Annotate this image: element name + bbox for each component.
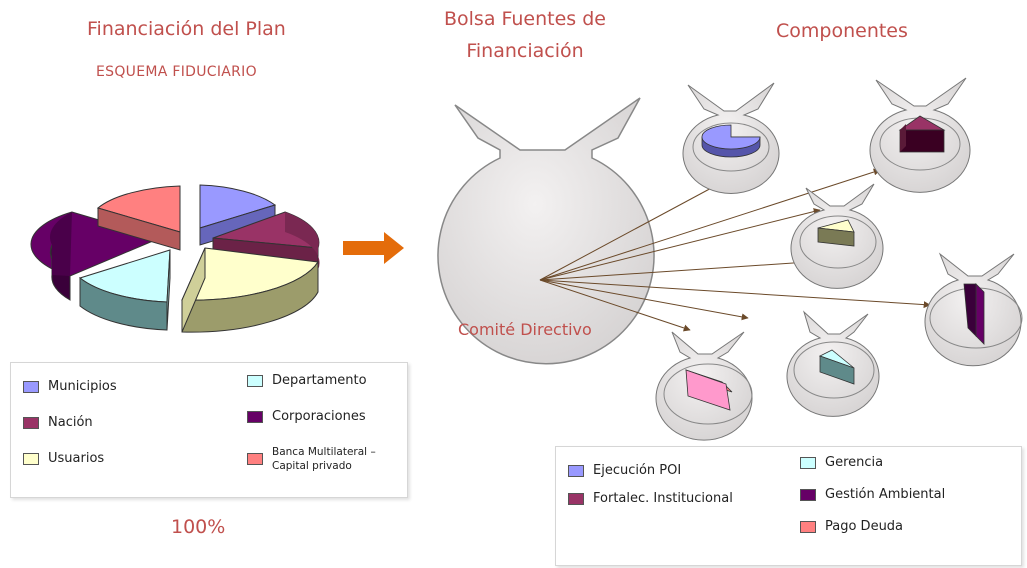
legend-swatch-fortalec-institucional — [568, 492, 584, 505]
component-bag-gerencia — [786, 310, 880, 417]
legend-swatch-corporaciones — [247, 410, 263, 423]
component-bag-beige — [790, 183, 884, 289]
legend-item-pago-deuda: Pago Deuda — [800, 519, 903, 534]
legend-item-nacion: Nación — [23, 415, 93, 430]
legend-label: Municipios — [48, 379, 117, 394]
legend-swatch-departamento — [247, 374, 263, 387]
sources-legend: Municipios Nación Usuarios Departamento … — [10, 362, 408, 498]
legend-label: Usuarios — [48, 451, 105, 466]
legend-swatch-pago-deuda — [800, 520, 816, 533]
components-legend: Ejecución POI Fortalec. Institucional Ge… — [555, 446, 1022, 566]
bolsa-title-line1: Bolsa Fuentes de — [443, 8, 606, 30]
main-money-bag — [437, 97, 655, 365]
legend-swatch-municipios — [23, 380, 39, 393]
legend-label: Fortalec. Institucional — [593, 491, 733, 506]
percent-label: 100% — [171, 516, 226, 538]
plan-subtitle: ESQUEMA FIDUCIARIO — [96, 64, 257, 80]
legend-item-fortalec-institucional: Fortalec. Institucional — [568, 491, 733, 506]
legend-item-gerencia: Gerencia — [800, 455, 883, 470]
legend-label: Pago Deuda — [825, 519, 904, 534]
pie-slice-departamento — [78, 249, 171, 331]
component-bag-gestion-ambiental — [924, 252, 1023, 367]
legend-item-corporaciones: Corporaciones — [247, 409, 366, 424]
legend-label: Corporaciones — [272, 409, 366, 424]
bolsa-title-line2: Financiación — [466, 40, 584, 62]
pie-slice-municipios — [199, 184, 277, 246]
legend-swatch-usuarios — [23, 452, 39, 465]
legend-swatch-ejecucion-poi — [568, 464, 584, 477]
legend-item-municipios: Municipios — [23, 379, 117, 394]
legend-item-banca: Banca Multilateral – Capital privado — [247, 445, 392, 473]
legend-swatch-nacion — [23, 416, 39, 429]
legend-item-gestion-ambiental: Gestión Ambiental — [800, 487, 945, 502]
legend-label: Banca Multilateral – Capital privado — [272, 446, 376, 472]
componentes-title: Componentes — [776, 20, 908, 42]
comite-directivo-label: Comité Directivo — [458, 320, 592, 339]
legend-item-departamento: Departamento — [247, 373, 367, 388]
sources-pie-chart — [30, 184, 320, 333]
plan-title: Financiación del Plan — [87, 18, 286, 40]
component-bag-fortalec-institucional — [869, 77, 971, 193]
legend-swatch-gerencia — [800, 456, 816, 469]
legend-swatch-banca — [247, 453, 263, 465]
legend-label: Nación — [48, 415, 93, 430]
legend-label: Departamento — [272, 373, 367, 388]
pie-slice-usuarios — [181, 247, 319, 333]
legend-swatch-gestion-ambiental — [800, 488, 816, 501]
component-bag-ejecucion-poi — [682, 82, 780, 195]
legend-item-usuarios: Usuarios — [23, 451, 104, 466]
distribution-arrows — [539, 168, 931, 332]
legend-label: Gerencia — [825, 455, 884, 470]
component-bag-pago-deuda — [655, 331, 753, 441]
flow-arrow-icon — [343, 232, 404, 264]
pie-slice-corporaciones — [30, 211, 162, 301]
pie-slice-banca — [96, 185, 181, 251]
legend-item-ejecucion-poi: Ejecución POI — [568, 463, 681, 478]
legend-label: Gestión Ambiental — [825, 487, 946, 502]
legend-label: Ejecución POI — [593, 463, 682, 478]
